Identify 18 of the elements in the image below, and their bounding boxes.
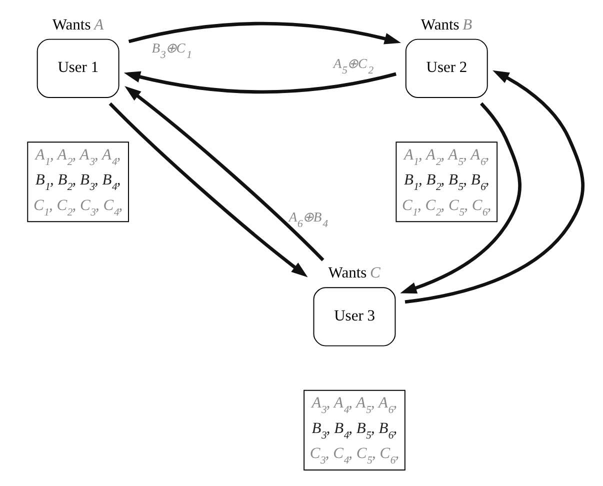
node-label: Wants B — [420, 16, 472, 34]
node-box: A$_{1}$, A$_{2}$, A$_{5}$, A$_{6}$, B$_{1}$, B$_{2}$, B$_{5}$, B$_{6}$, C$_{1}$, C$_{2}$, C$_{5}$, C$_{6}$, — [396, 142, 498, 222]
node-label: Wants A — [52, 16, 104, 34]
edge-label: A$_{5}$⊕C$_{2}$ — [333, 56, 374, 76]
node-label: Wants C — [328, 264, 380, 282]
node-box: User 1 — [36, 38, 120, 98]
edge-label: B$_{3}$⊕C$_{1}$ — [152, 40, 192, 62]
arrow — [404, 70, 584, 304]
arrow — [124, 86, 324, 262]
arrow — [124, 71, 396, 94]
node-box: A$_{1}$, A$_{2}$, A$_{3}$, A$_{4}$, B$_{1}$, B$_{2}$, B$_{3}$, B$_{4}$, C$_{1}$, C$_{2}$, C$_{3}$, C$_{4}$, — [27, 142, 129, 222]
arrow — [400, 102, 522, 294]
edge-label: A$_{6}$⊕B$_{4}$ — [288, 210, 328, 230]
node-box: User 3 — [313, 287, 396, 346]
node-box: A$_{3}$, A$_{4}$, A$_{5}$, A$_{6}$, B$_{3}$, B$_{4}$, B$_{5}$, B$_{6}$, C$_{3}$, C$_{4}$, C$_{5}$, C$_{6}$, — [304, 390, 406, 470]
node-box: User 2 — [405, 38, 488, 98]
arrow — [128, 22, 402, 44]
arrow — [108, 102, 308, 278]
